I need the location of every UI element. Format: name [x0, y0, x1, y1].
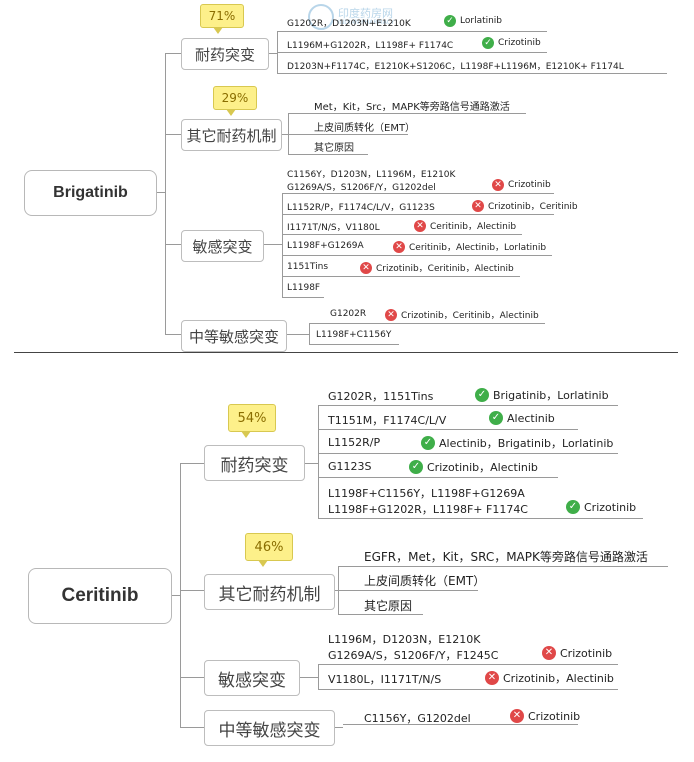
check-icon: ✓ — [444, 15, 456, 27]
drug-list: Brigatinib，Lorlatinib — [493, 389, 609, 402]
check-icon: ✓ — [489, 411, 503, 425]
check-icon: ✓ — [421, 436, 435, 450]
check-icon: ✓ — [409, 460, 423, 474]
drug-list: Crizotinib，Ceritinib，Alectinib — [376, 264, 514, 274]
cross-icon: ✕ — [510, 709, 524, 723]
drug-list: Crizotinib，Ceritinib — [488, 202, 578, 212]
brigatinib-sensitive-row-4-mutations: L1198F+G1269A — [287, 241, 364, 251]
brigatinib-sensitive-row-1-line-2: G1269A/S，S1206F/Y，G1202del — [287, 183, 436, 193]
brigatinib-resistance-pct: 71% — [200, 4, 244, 34]
drug-list: Alectinib，Brigatinib，Lorlatinib — [439, 437, 614, 450]
ceritinib-resistance-row-3-drugs: ✓ Alectinib，Brigatinib，Lorlatinib — [421, 435, 613, 451]
drug-list: Crizotinib — [584, 500, 637, 514]
brigatinib-resistance-row-1-mutations: G1202R，D1203N+E1210K — [287, 19, 411, 29]
ceritinib-resistance-pct: 54% — [228, 404, 276, 438]
ceritinib-sensitive-row-1-drugs: ✕ Crizotinib — [542, 646, 612, 660]
ceritinib-other-row-2: 上皮间质转化（EMT） — [364, 574, 486, 588]
brigatinib-moderate-row-1-mutations: G1202R — [330, 309, 367, 319]
brigatinib-sensitive-row-5-drugs: ✕ Crizotinib，Ceritinib，Alectinib — [360, 261, 514, 274]
ceritinib-resistance-row-5-line-1: L1198F+C1156Y，L1198F+G1269A — [328, 487, 525, 500]
ceritinib-resistance-row-3-mutations: L1152R/P — [328, 436, 381, 449]
ceritinib-sensitive-row-2-mutations: V1180L，I1171T/N/S — [328, 673, 442, 686]
cross-icon: ✕ — [485, 671, 499, 685]
brigatinib-resistance-row-2-drugs: ✓ Crizotinib — [482, 37, 541, 49]
brigatinib-other-pct: 29% — [213, 86, 257, 116]
watermark-text: 印度药房网 — [338, 7, 393, 20]
ceritinib-resistance-node: 耐药突变 — [204, 445, 305, 481]
ceritinib-other-pct: 46% — [245, 533, 293, 567]
drug-list: Crizotinib — [508, 180, 551, 190]
brigatinib-sensitive-row-3-drugs: ✕ Ceritinib，Alectinib — [414, 219, 516, 232]
check-icon: ✓ — [566, 500, 580, 514]
watermark-logo-icon — [308, 4, 334, 30]
cross-icon: ✕ — [360, 261, 372, 274]
drug-list: Ceritinib，Alectinib — [430, 222, 517, 232]
ceritinib-resistance-row-5-drugs: ✓ Crizotinib — [566, 500, 636, 514]
ceritinib-resistance-row-4-drugs: ✓ Crizotinib，Alectinib — [409, 459, 538, 475]
brigatinib-sensitive-row-2-mutations: L1152R/P，F1174C/L/V，G1123S — [287, 203, 435, 213]
brigatinib-sensitive-row-2-drugs: ✕ Crizotinib，Ceritinib — [472, 199, 578, 212]
ceritinib-other-node: 其它耐药机制 — [204, 574, 335, 610]
drug-list: Crizotinib — [560, 646, 613, 660]
brigatinib-other-node: 其它耐药机制 — [181, 119, 282, 151]
brigatinib-sensitive-node: 敏感突变 — [181, 230, 264, 262]
drug-list: Crizotinib — [528, 709, 581, 723]
ceritinib-moderate-row-1-mutations: C1156Y，G1202del — [364, 712, 471, 725]
brigatinib-sensitive-row-3-mutations: I1171T/N/S，V1180L — [287, 223, 380, 233]
ceritinib-other-row-3: 其它原因 — [364, 599, 413, 613]
check-icon: ✓ — [475, 388, 489, 402]
brigatinib-moderate-node: 中等敏感突变 — [181, 320, 287, 352]
drug-list: Alectinib — [507, 411, 555, 425]
drug-list: Ceritinib，Alectinib，Lorlatinib — [409, 243, 547, 253]
ceritinib-root-node: Ceritinib — [28, 568, 172, 624]
ceritinib-sensitive-row-1-line-2: G1269A/S，S1206F/Y，F1245C — [328, 649, 499, 662]
ceritinib-resistance-row-1-mutations: G1202R，1151Tins — [328, 390, 434, 403]
brigatinib-other-row-1: Met，Kit，Src，MAPK等旁路信号通路激活 — [314, 102, 510, 113]
brigatinib-moderate-row-2-mutations: L1198F+C1156Y — [316, 330, 392, 340]
brigatinib-resistance-row-3-mutations: D1203N+F1174C，E1210K+S1206C，L1198F+L1196… — [287, 62, 624, 72]
brigatinib-root-node: Brigatinib — [24, 170, 157, 216]
watermark-subtext: INDIAN PHARMACY — [338, 19, 395, 26]
section-divider — [14, 352, 678, 353]
ceritinib-sensitive-node: 敏感突变 — [204, 660, 300, 696]
ceritinib-resistance-row-5-line-2: L1198F+G1202R，L1198F+ F1174C — [328, 503, 528, 516]
drug-list: Crizotinib，Ceritinib，Alectinib — [401, 311, 539, 321]
brigatinib-resistance-row-2-mutations: L1196M+G1202R，L1198F+ F1174C — [287, 41, 454, 51]
cross-icon: ✕ — [393, 240, 405, 253]
cross-icon: ✕ — [472, 199, 484, 212]
ceritinib-moderate-node: 中等敏感突变 — [204, 710, 335, 746]
cross-icon: ✕ — [492, 179, 504, 191]
ceritinib-other-row-1: EGFR，Met，Kit，SRC，MAPK等旁路信号通路激活 — [364, 550, 648, 564]
brigatinib-other-row-2: 上皮间质转化（EMT） — [314, 123, 416, 134]
ceritinib-sensitive-row-1-line-1: L1196M，D1203N，E1210K — [328, 633, 481, 646]
ceritinib-resistance-row-4-mutations: G1123S — [328, 460, 372, 473]
ceritinib-sensitive-row-2-drugs: ✕ Crizotinib，Alectinib — [485, 670, 614, 686]
cross-icon: ✕ — [542, 646, 556, 660]
brigatinib-other-row-3: 其它原因 — [314, 143, 354, 154]
cross-icon: ✕ — [385, 308, 397, 321]
brigatinib-resistance-row-1-drugs: ✓ Lorlatinib — [444, 15, 502, 27]
drug-list: Lorlatinib — [460, 16, 503, 26]
brigatinib-sensitive-row-4-drugs: ✕ Ceritinib，Alectinib，Lorlatinib — [393, 240, 546, 253]
check-icon: ✓ — [482, 37, 494, 49]
brigatinib-moderate-row-1-drugs: ✕ Crizotinib，Ceritinib，Alectinib — [385, 308, 539, 321]
brigatinib-sensitive-row-1-line-1: C1156Y，D1203N，L1196M，E1210K — [287, 170, 456, 180]
ceritinib-resistance-row-2-drugs: ✓ Alectinib — [489, 411, 555, 425]
cross-icon: ✕ — [414, 219, 426, 232]
ceritinib-resistance-row-1-drugs: ✓ Brigatinib，Lorlatinib — [475, 387, 609, 403]
brigatinib-resistance-node: 耐药突变 — [181, 38, 269, 70]
brigatinib-sensitive-row-5-mutations: 1151Tins — [287, 262, 329, 272]
ceritinib-moderate-row-1-drugs: ✕ Crizotinib — [510, 709, 580, 723]
brigatinib-sensitive-row-6-mutations: L1198F — [287, 283, 321, 293]
drug-list: Crizotinib，Alectinib — [427, 461, 538, 474]
brigatinib-sensitive-row-1-drugs: ✕ Crizotinib — [492, 179, 551, 191]
ceritinib-resistance-row-2-mutations: T1151M，F1174C/L/V — [328, 414, 447, 427]
drug-list: Crizotinib — [498, 38, 541, 48]
drug-list: Crizotinib，Alectinib — [503, 672, 614, 685]
